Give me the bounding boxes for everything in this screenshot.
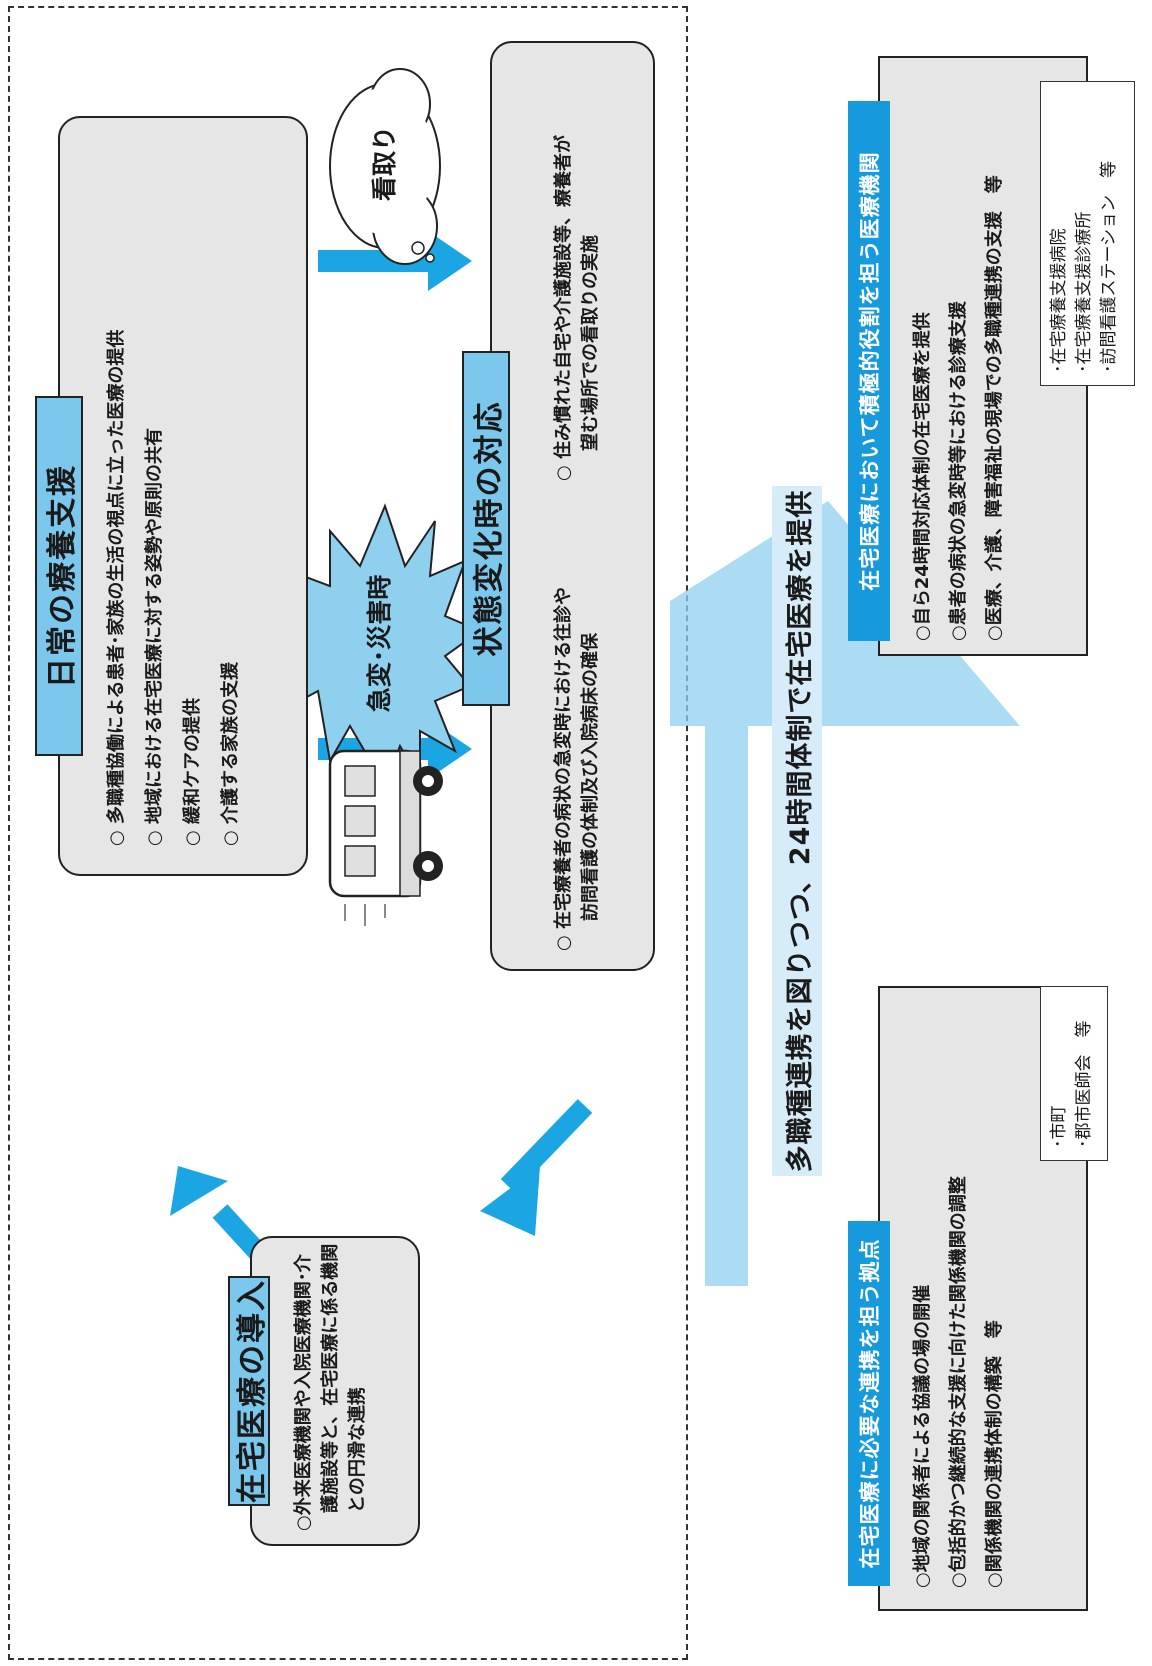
vehicle-icon: [328, 749, 443, 926]
daily-item-4: ○ 介護する家族の支援: [220, 662, 241, 846]
daily-item-3: ○ 緩和ケアの提供: [182, 698, 203, 846]
change-item-1-line-1: ○ 在宅療養者の病状の急変時における往診や: [553, 587, 574, 951]
base-item-1: ○地域の関係者による協議の場の開催: [912, 1284, 933, 1588]
base-item-2: ○包括的かつ継続的な支援に向けた関係機関の調整: [948, 1176, 969, 1588]
institution-items: ○自ら24時間対応体制の在宅医療を提供 ○患者の病状の急変時等における診療支援 …: [905, 81, 1013, 641]
daily-item-2: ○ 地域における在宅医療に対する姿勢や原則の共有: [144, 428, 165, 846]
base-header: 在宅医療に必要な連携を担う拠点: [848, 1221, 890, 1586]
institution-item-2: ○患者の病状の急変時等における診療支援: [948, 301, 969, 641]
base-example-1: ･市町: [1049, 1105, 1069, 1149]
change-item-1-line-2: 訪問看護の体制及び入院病床の確保: [580, 633, 601, 921]
change-item-2: ○ 住み慣れた自宅や介護施設等、療養者が 望む場所での看取りの実施: [550, 61, 604, 481]
daily-item-1: ○ 多職種協働による患者･家族の生活の視点に立った医療の提供: [106, 329, 127, 846]
institution-example-1: ･在宅療養支援病院: [1049, 228, 1069, 374]
arrow-change-to-intro: [480, 1099, 593, 1236]
intro-line-1: ○外来医療機関や入院医療機関･介: [293, 1254, 314, 1531]
institution-examples: ･在宅療養支援病院 ･在宅療養支援診療所 ･訪問看護ステーション 等: [1040, 81, 1135, 386]
change-item-1: ○ 在宅療養者の病状の急変時における往診や 訪問看護の体制及び入院病床の確保: [550, 531, 604, 951]
base-item-3: ○関係機関の連携体制の構築 等: [984, 1320, 1005, 1588]
band-caption: 多職種連携を図りつつ、24時間体制で在宅医療を提供: [772, 486, 822, 1176]
institution-example-2: ･在宅療養支援診療所: [1074, 211, 1094, 374]
emergency-label: 急変･災害時: [365, 574, 394, 713]
intro-line-3: との円滑な連携: [347, 1387, 368, 1513]
base-example-2: ･郡市医師会 等: [1074, 1020, 1094, 1149]
change-item-2-line-2: 望む場所での看取りの実施: [580, 235, 601, 451]
intro-text: ○外来医療機関や入院医療機関･介 護施設等と、在宅医療に係る機関 との円滑な連携: [290, 1241, 371, 1531]
institution-header: 在宅医療において積極的役割を担う医療機関: [848, 101, 890, 641]
daily-title: 日常の療養支援: [35, 396, 83, 756]
institution-item-1: ○自ら24時間対応体制の在宅医療を提供: [912, 312, 933, 641]
institution-item-3: ○医療、介護、障害福祉の現場での多職種連携の支援 等: [984, 175, 1005, 641]
institution-example-3: ･訪問看護ステーション 等: [1099, 160, 1119, 373]
change-item-2-line-1: ○ 住み慣れた自宅や介護施設等、療養者が: [553, 135, 574, 481]
base-items: ○地域の関係者による協議の場の開催 ○包括的かつ継続的な支援に向けた関係機関の調…: [905, 1068, 1013, 1588]
band-arrow: [670, 501, 1020, 1286]
daily-items: ○ 多職種協働による患者･家族の生活の視点に立った医療の提供 ○ 地域における在…: [98, 126, 250, 846]
mitori-label: 看取り: [370, 126, 399, 202]
thought-cloud: [329, 68, 441, 265]
intro-title: 在宅医療の導入: [228, 1276, 270, 1506]
intro-line-2: 護施設等と、在宅医療に係る機関: [320, 1243, 341, 1513]
change-title: 状態変化時の対応: [462, 351, 510, 706]
base-examples: ･市町 ･郡市医師会 等: [1040, 986, 1108, 1161]
